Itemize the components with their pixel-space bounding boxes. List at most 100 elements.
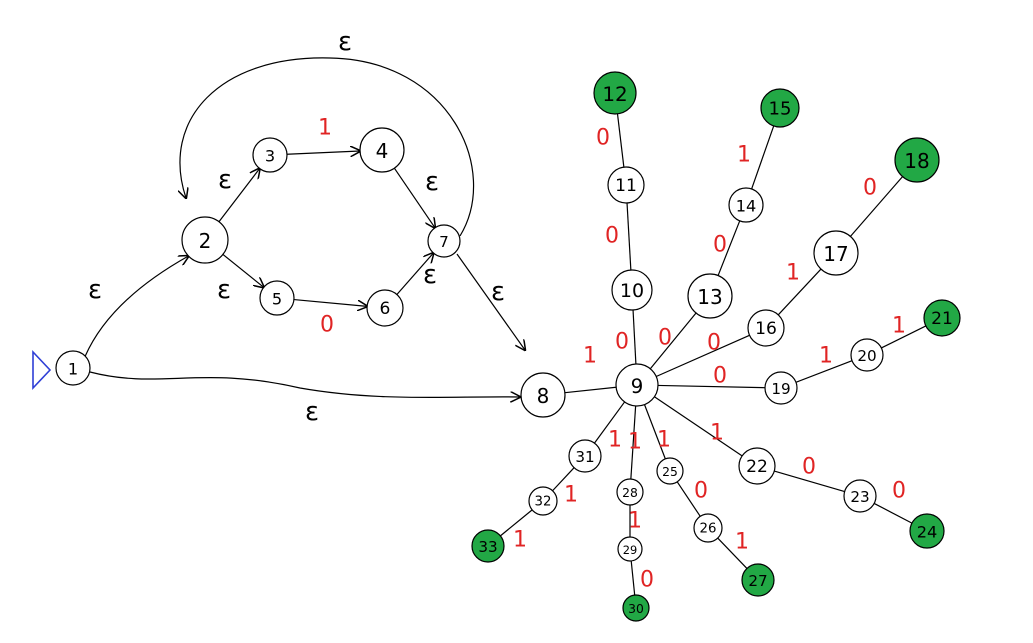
- state-label: 5: [272, 290, 282, 309]
- transition-label-11-12: 0: [596, 126, 610, 151]
- state-circle: [252, 137, 288, 173]
- transition-1-2: [84, 256, 188, 357]
- state-circle: [568, 439, 602, 473]
- state-circle: [427, 224, 461, 258]
- transition-7-8: [456, 253, 525, 350]
- transition-5-6: [293, 298, 367, 307]
- state-circle: [693, 513, 723, 543]
- state-label: 13: [697, 285, 722, 309]
- state-label: 25: [662, 465, 678, 479]
- state-label: 19: [771, 380, 790, 398]
- transition-8-9: [564, 386, 617, 394]
- state-label: 9: [631, 374, 644, 398]
- transition-label-26-27: 1: [735, 530, 749, 555]
- state-32: 32: [528, 486, 558, 516]
- state-label: 3: [265, 147, 275, 166]
- transition-7-2: [180, 57, 475, 237]
- transition-11-12: [616, 113, 625, 168]
- state-label: 8: [537, 384, 550, 408]
- transition-label-8-9: 1: [583, 344, 597, 369]
- state-2: 2: [181, 216, 229, 264]
- transition-9-13: [649, 312, 697, 370]
- state-6: 6: [366, 289, 404, 327]
- state-circle: [607, 166, 645, 204]
- accepting-state-circle: [909, 513, 945, 549]
- state-33: 33: [471, 529, 505, 563]
- state-9: 9: [615, 363, 659, 407]
- state-24: 24: [909, 513, 945, 549]
- state-circle: [359, 127, 405, 173]
- start-arrow-icon: [32, 349, 52, 391]
- state-circle: [843, 479, 877, 513]
- state-20: 20: [850, 338, 884, 372]
- transition-19-20: [795, 360, 853, 383]
- state-label: 15: [769, 99, 792, 120]
- state-label: 14: [736, 197, 757, 216]
- state-13: 13: [687, 273, 733, 319]
- state-label: 21: [931, 309, 953, 329]
- transition-32-33: [500, 509, 533, 537]
- state-circle: [528, 486, 558, 516]
- transition-20-21: [881, 325, 927, 349]
- state-7: 7: [427, 224, 461, 258]
- state-circle: [850, 338, 884, 372]
- transition-17-18: [849, 176, 904, 237]
- transition-label-5-6: 0: [320, 313, 334, 338]
- state-circle: [813, 230, 859, 276]
- state-label: 11: [615, 176, 637, 196]
- accepting-state-circle: [760, 88, 800, 128]
- transition-9-16: [655, 334, 750, 378]
- transition-9-31: [593, 401, 626, 444]
- transition-23-24: [873, 502, 913, 524]
- transition-26-27: [717, 537, 748, 569]
- transition-label-29-30: 0: [640, 568, 654, 593]
- state-circle: [764, 371, 798, 405]
- transition-label-9-19: 0: [713, 364, 727, 389]
- transition-label-6-7: ε: [423, 260, 437, 290]
- transition-10-11: [626, 202, 632, 271]
- state-circle: [656, 457, 684, 485]
- state-26: 26: [693, 513, 723, 543]
- state-19: 19: [764, 371, 798, 405]
- state-circle: [687, 273, 733, 319]
- transition-label-19-20: 1: [819, 344, 833, 369]
- state-25: 25: [656, 457, 684, 485]
- transition-14-15: [751, 125, 775, 190]
- state-16: 16: [747, 309, 785, 347]
- transition-22-23: [774, 470, 845, 493]
- state-3: 3: [252, 137, 288, 173]
- accepting-state-circle: [471, 529, 505, 563]
- transition-25-26: [676, 481, 701, 517]
- state-27: 27: [741, 563, 775, 597]
- state-label: 17: [823, 242, 848, 266]
- transition-label-14-15: 1: [737, 143, 751, 168]
- state-18: 18: [894, 137, 940, 183]
- transition-label-16-17: 1: [786, 261, 800, 286]
- accepting-state-circle: [894, 137, 940, 183]
- transition-label-9-10: 0: [615, 330, 629, 355]
- state-14: 14: [728, 187, 764, 223]
- state-circle: [615, 363, 659, 407]
- transition-3-4: [286, 151, 360, 154]
- state-label: 29: [623, 543, 638, 557]
- transition-label-17-18: 0: [863, 176, 877, 201]
- state-circle: [728, 187, 764, 223]
- transition-label-13-14: 0: [713, 233, 727, 258]
- transition-1-8: [89, 371, 520, 397]
- state-30: 30: [622, 594, 650, 622]
- transition-4-7: [393, 167, 435, 228]
- state-4: 4: [359, 127, 405, 173]
- state-28: 28: [616, 478, 644, 506]
- transition-label-7-2: ε: [338, 27, 352, 57]
- state-circle: [617, 536, 643, 562]
- edges-layer: [84, 57, 927, 596]
- state-22: 22: [738, 447, 776, 485]
- state-17: 17: [813, 230, 859, 276]
- transition-label-32-33: 1: [513, 528, 527, 553]
- state-circle: [611, 269, 653, 311]
- state-5: 5: [259, 280, 295, 316]
- state-12: 12: [593, 71, 637, 115]
- transition-9-22: [654, 396, 743, 457]
